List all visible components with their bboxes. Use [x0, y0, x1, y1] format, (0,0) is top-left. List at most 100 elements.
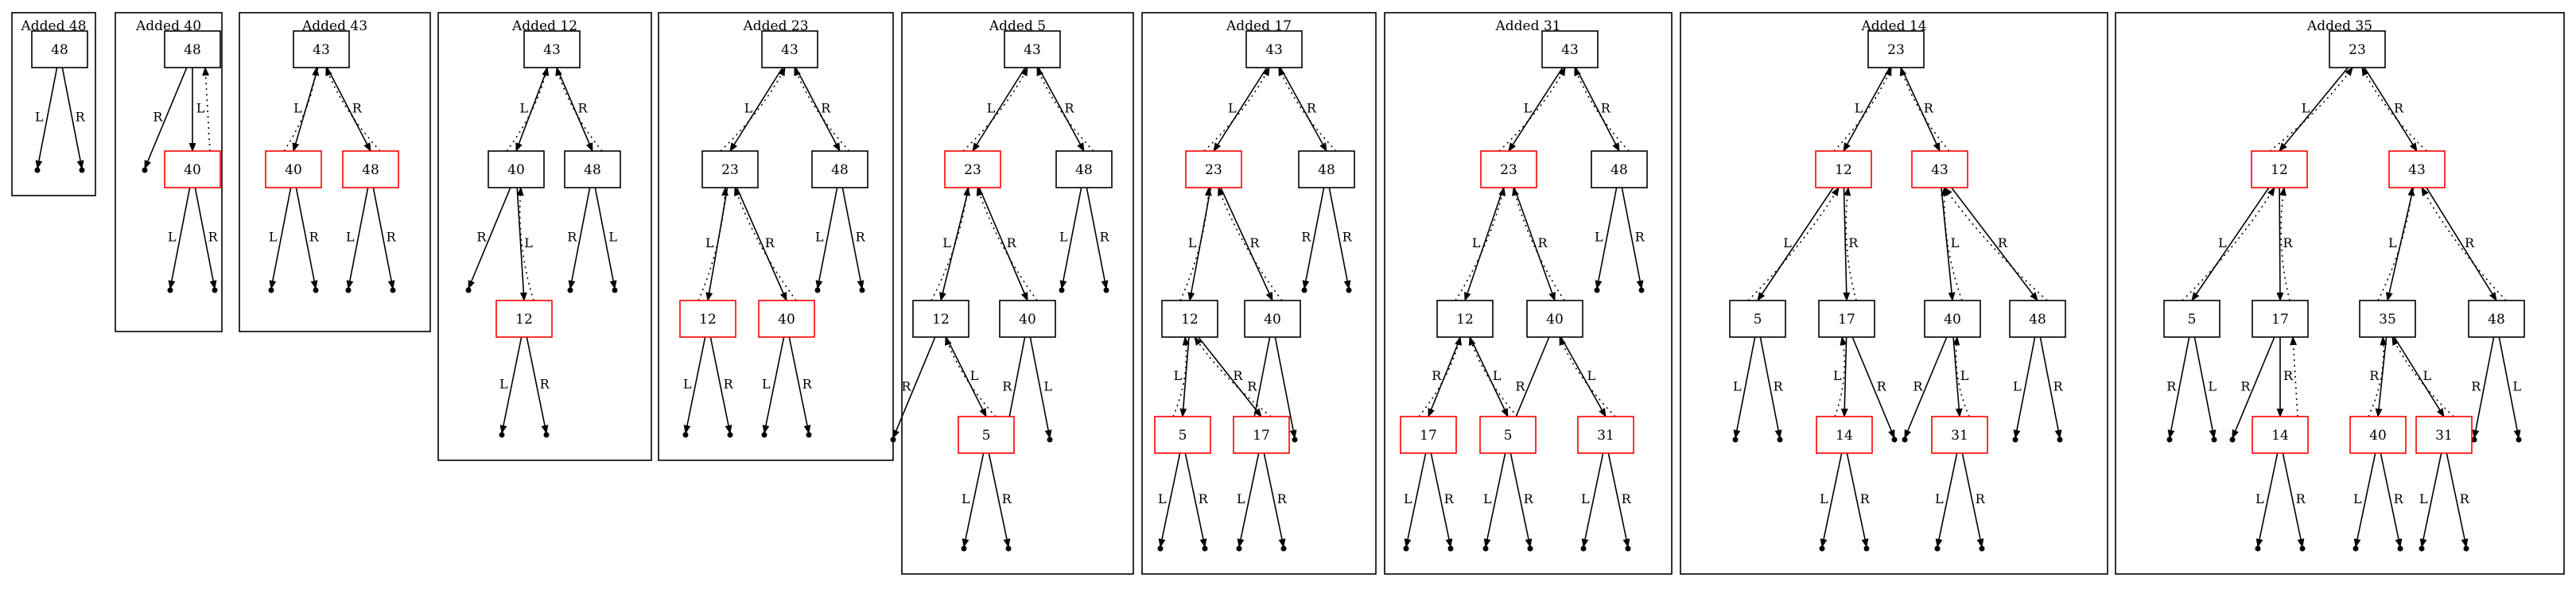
tree-node-43: 43: [1911, 150, 1968, 188]
edge-label: L: [1733, 379, 1742, 394]
edge-label: R: [2166, 379, 2177, 394]
edge-line: [795, 67, 841, 152]
node-box: [495, 300, 553, 338]
nil-leaf: [1732, 436, 1739, 443]
parent-pointer: [1218, 186, 1283, 301]
parent-pointer: [1036, 66, 1094, 152]
node-value: 23: [1500, 162, 1517, 178]
tree-node-48: 48: [1591, 150, 1648, 188]
node-value: 35: [2379, 312, 2396, 328]
node-value: 14: [1836, 428, 1853, 444]
parent-pointer: [1203, 67, 1270, 152]
tree-node-14: 14: [1816, 416, 1873, 454]
edge-label: R: [352, 101, 363, 116]
node-value: 23: [1887, 42, 1905, 58]
edge-label: R: [2296, 491, 2306, 506]
tree-node-17: 17: [2252, 300, 2309, 338]
node-box: [1591, 150, 1648, 188]
tree-node-23: 23: [1867, 30, 1925, 68]
nil-leaf: [1891, 436, 1898, 443]
edge-label: L: [1951, 235, 1960, 250]
edge-line: [1029, 336, 1052, 440]
nil-leaf: [1979, 545, 1985, 552]
nil-leaf: [1202, 545, 1208, 552]
nil-leaf: [1638, 287, 1645, 293]
edge-label: L: [1483, 491, 1492, 506]
node-value: 23: [721, 162, 739, 178]
edge-line: [1759, 336, 1782, 440]
edge-line: [1328, 187, 1351, 290]
nil-leaf: [1005, 545, 1012, 552]
tree-node-43: 43: [761, 30, 818, 68]
edge-line: [2393, 336, 2445, 417]
node-box: [265, 150, 322, 188]
edge-label: L: [499, 377, 508, 392]
parent-pointer: [1747, 187, 1840, 301]
edge-line: [2472, 336, 2495, 440]
edge-line: [1733, 336, 1756, 440]
nil-leaf: [1157, 545, 1164, 552]
edge-line: [788, 336, 811, 435]
edge-label: L: [1595, 230, 1603, 245]
nil-leaf: [961, 545, 967, 552]
nil-leaf: [1236, 545, 1242, 552]
edge-line: [2426, 187, 2497, 301]
tree-node-35: 35: [2359, 300, 2416, 338]
node-value: 12: [2271, 162, 2288, 178]
tree-node-23: 23: [944, 150, 1001, 188]
tree-node-48: 48: [342, 150, 399, 188]
nil-leaf: [1902, 436, 1908, 443]
tree-node-23: 23: [1185, 150, 1242, 188]
node-box: [2251, 150, 2308, 188]
edge-label: R: [1432, 368, 1442, 383]
edge-line: [892, 336, 936, 440]
edge-line: [2167, 336, 2190, 440]
node-value: 5: [2188, 312, 2197, 328]
edge-label: L: [2218, 235, 2227, 250]
nil-leaf: [682, 432, 689, 438]
tree-node-12: 12: [2251, 150, 2308, 188]
node-value: 40: [184, 162, 201, 178]
edge-label: L: [1581, 491, 1590, 506]
edge-label: R: [1913, 379, 1923, 394]
panel-frame: [901, 12, 1134, 575]
node-value: 48: [1610, 162, 1628, 178]
edge-label: L: [1587, 368, 1596, 383]
node-value: 23: [1205, 162, 1222, 178]
node-box: [2252, 416, 2309, 454]
tree-node-48: 48: [1055, 150, 1113, 188]
nil-leaf: [543, 432, 550, 438]
panel-title: Added 23: [742, 18, 808, 34]
node-value: 31: [1597, 428, 1614, 444]
node-box: [2359, 300, 2416, 338]
edge-label: L: [2388, 235, 2397, 250]
parent-pointer: [202, 66, 211, 152]
node-box: [1480, 150, 1537, 188]
nil-leaf: [859, 287, 865, 293]
nil-leaf: [890, 436, 896, 443]
parent-pointer: [555, 66, 603, 152]
edge-line: [1274, 336, 1297, 440]
panel-title: Added 14: [1860, 18, 1926, 34]
parent-pointer: [2391, 335, 2454, 417]
nil-leaf: [1447, 545, 1454, 552]
edge-label: R: [2394, 101, 2404, 116]
node-box: [523, 30, 581, 68]
node-value: 48: [2029, 312, 2046, 328]
node-box: [1436, 300, 1494, 338]
edge-line: [1843, 187, 1851, 302]
edge-label: R: [856, 230, 866, 245]
node-box: [758, 300, 815, 338]
edge-label: R: [476, 230, 487, 245]
edge-line: [988, 452, 1011, 549]
panel-title: Added 17: [1226, 18, 1292, 34]
node-value: 40: [1264, 312, 1281, 328]
nil-leaf: [1059, 287, 1065, 293]
edge-line: [1935, 452, 1958, 549]
edge-line: [1846, 452, 1869, 549]
node-value: 23: [2349, 42, 2366, 58]
tree-node-12: 12: [912, 300, 969, 338]
nil-leaf: [1594, 287, 1600, 293]
